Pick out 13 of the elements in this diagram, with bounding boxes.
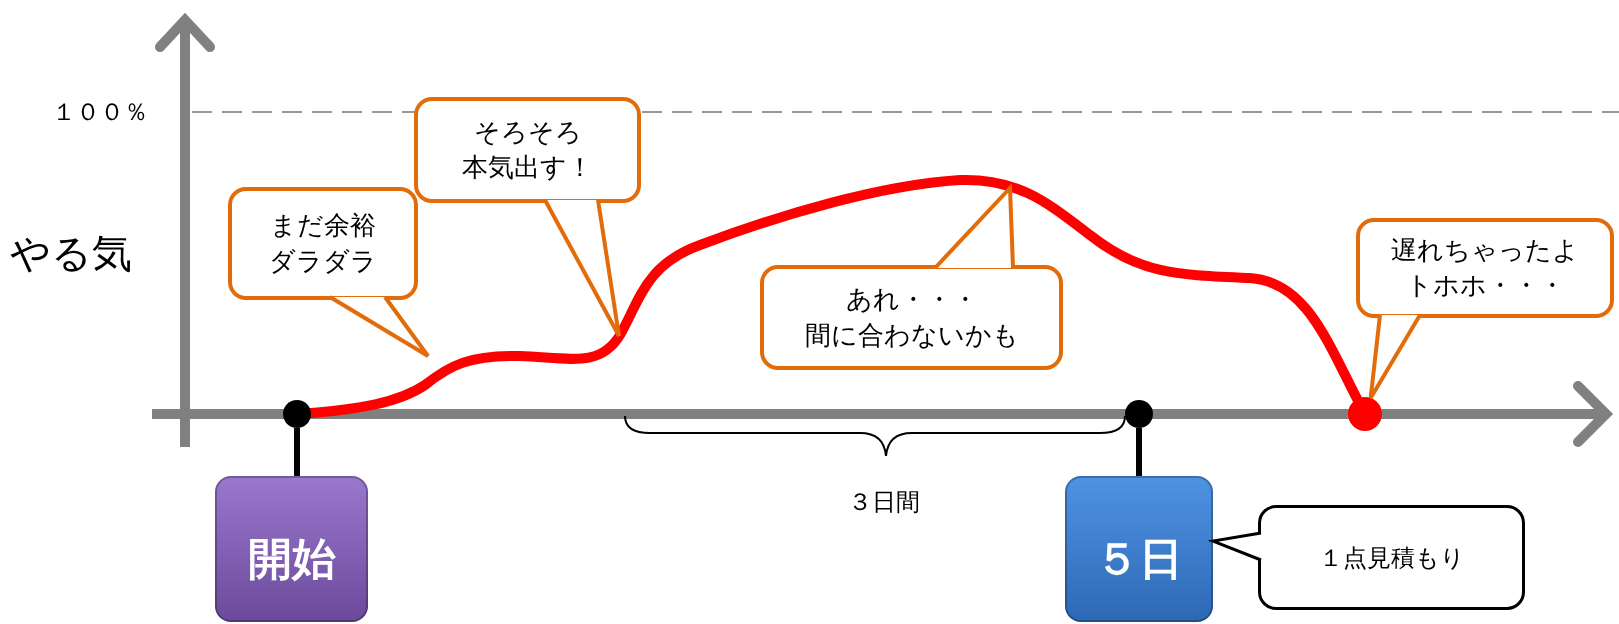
speech-bubble: １点見積もり: [1258, 505, 1525, 610]
milestone-tile: 開始: [215, 476, 368, 622]
dot-marker: [1125, 400, 1153, 428]
dot-marker: [1348, 397, 1382, 431]
connector-line: [1136, 428, 1142, 476]
bubble-tail: [1368, 313, 1422, 400]
dot-marker: [283, 400, 311, 428]
connector-line: [294, 428, 300, 476]
milestone-tile: ５日: [1065, 476, 1213, 622]
axis-label: １００％: [52, 97, 148, 127]
axis-title: やる気: [10, 230, 132, 277]
duration-label: ３日間: [848, 487, 920, 517]
bubble-tail: [1207, 531, 1263, 562]
